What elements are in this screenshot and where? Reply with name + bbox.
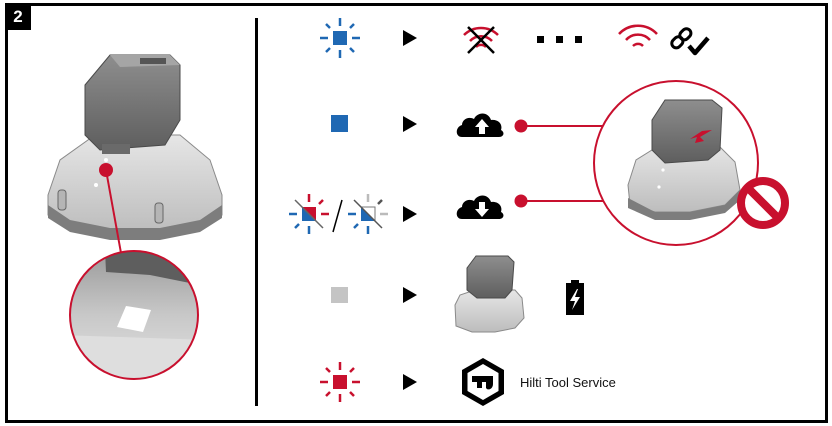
panel-divider (255, 18, 258, 406)
led-blue-red-alternating-icon (289, 194, 329, 234)
wifi-icon (618, 24, 658, 47)
separator-slash (332, 199, 343, 233)
arrow-right-icon (403, 374, 417, 390)
battery-charging-icon (566, 280, 584, 315)
warning-do-not-remove-battery (593, 80, 789, 246)
row-2 (331, 113, 608, 137)
cloud-upload-icon (456, 113, 504, 137)
led-indicator-detail (117, 306, 151, 332)
hilti-tool-service-icon (462, 358, 504, 406)
link-check-icon (670, 27, 710, 56)
arrow-right-icon (403, 30, 417, 46)
row-3 (289, 194, 608, 234)
led-blue-blinking-icon (320, 18, 360, 58)
led-red-blinking-icon (320, 362, 360, 402)
prohibited-icon (737, 177, 789, 229)
slide-arrow-icon (690, 130, 712, 143)
charger-illustration (47, 54, 223, 240)
wifi-crossed-icon (463, 26, 499, 54)
arrow-right-icon (403, 287, 417, 303)
figure-frame (5, 3, 828, 423)
step-number-badge: 2 (5, 3, 31, 30)
row-4 (331, 255, 584, 333)
hilti-tool-service-label: Hilti Tool Service (520, 375, 616, 390)
row-1 (320, 18, 710, 58)
waiting-dots-icon (537, 36, 582, 43)
led-blue-white-alternating-icon (348, 194, 388, 234)
led-zoom-detail (69, 250, 199, 380)
arrow-right-icon (403, 116, 417, 132)
led-off-icon (331, 287, 348, 303)
charger-with-battery-icon (454, 255, 525, 333)
led-blue-solid-icon (331, 115, 348, 132)
row-5 (320, 358, 504, 406)
cloud-download-icon (456, 195, 504, 219)
led-callout-line (99, 163, 122, 254)
arrow-right-icon (403, 206, 417, 222)
